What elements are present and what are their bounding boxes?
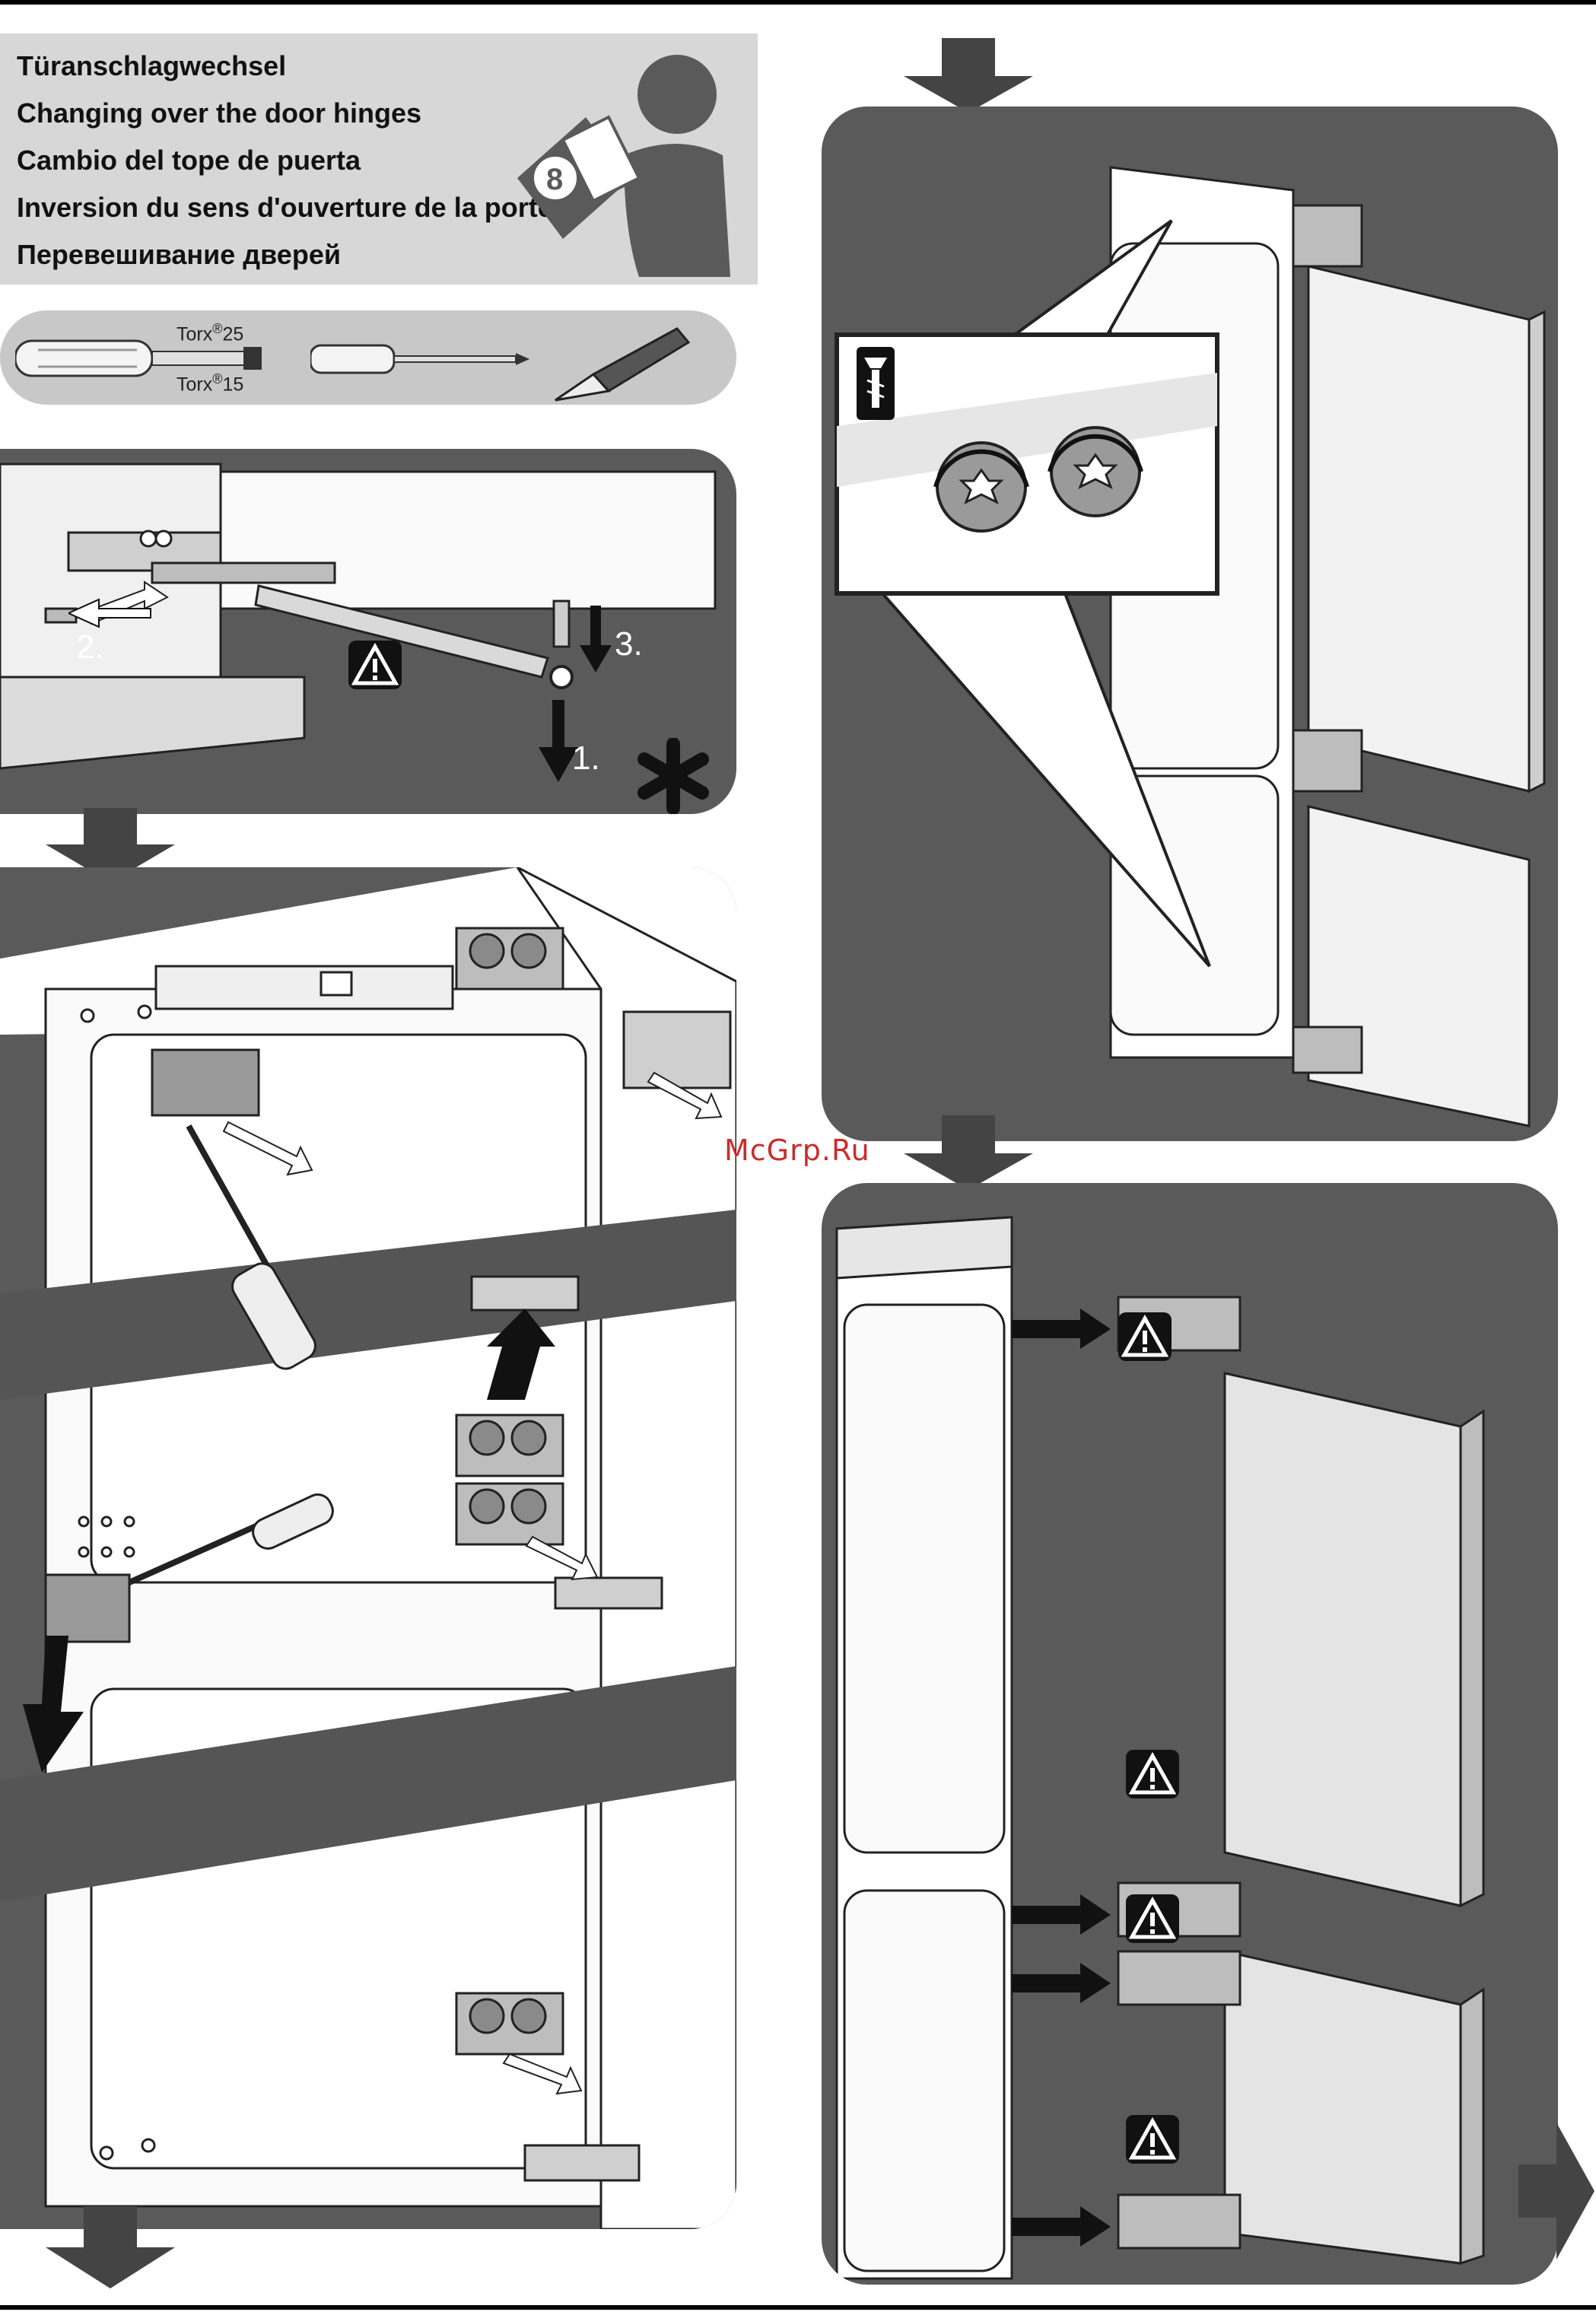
manual-page-badge: 8	[546, 163, 563, 196]
arrow-down-small-icon	[578, 606, 613, 674]
arrow-left-icon	[68, 598, 152, 628]
cabinet-side-illustration	[822, 107, 1558, 1141]
torx-25-label: Torx®25	[176, 321, 243, 345]
panel-hinge-removal	[0, 867, 736, 2229]
flat-screwdriver-icon	[310, 341, 531, 379]
title-es: Cambio del tope de puerta	[17, 145, 361, 177]
arrow-down-icon	[46, 2206, 175, 2290]
arrow-right-icon[interactable]	[1518, 2123, 1594, 2260]
warning-triangle-icon	[348, 641, 402, 689]
warning-triangle-icon	[1118, 1312, 1172, 1361]
top-rule	[0, 0, 1596, 5]
arrow-down-icon	[904, 1115, 1033, 1191]
tools-bar: Torx®25 Torx®15	[0, 310, 736, 405]
header-box: Türanschlagwechsel Changing over the doo…	[0, 33, 758, 285]
title-en: Changing over the door hinges	[17, 97, 421, 129]
arrow-down-icon	[904, 38, 1033, 114]
title-de: Türanschlagwechsel	[17, 50, 286, 82]
title-fr: Inversion du sens d'ouverture de la port…	[17, 192, 553, 224]
warning-triangle-icon	[1126, 1894, 1179, 1943]
panel-torx-detail	[822, 107, 1558, 1141]
knife-tool-icon	[548, 321, 692, 405]
warning-triangle-icon	[1126, 1750, 1179, 1798]
step-3-label: 3.	[615, 625, 643, 663]
torx-screw-icon	[857, 347, 895, 420]
watermark-text: McGrp.Ru	[724, 1134, 870, 1167]
step-1-label: 1.	[572, 739, 600, 778]
cabinet-reassembly-illustration	[822, 1183, 1558, 2285]
warning-triangle-icon	[1126, 2115, 1179, 2164]
step-2-label: 2.	[76, 628, 104, 666]
panel-damper-removal: 1. 2. 3.	[0, 449, 736, 814]
asterisk-icon	[635, 738, 711, 814]
bottom-rule	[0, 2305, 1596, 2310]
cabinet-illustration	[0, 867, 736, 2229]
panel-hinge-mounting	[822, 1183, 1558, 2285]
torx-15-label: Torx®15	[176, 371, 243, 396]
title-ru: Перевешивание дверей	[17, 239, 341, 271]
reader-icon: 8	[510, 49, 753, 277]
